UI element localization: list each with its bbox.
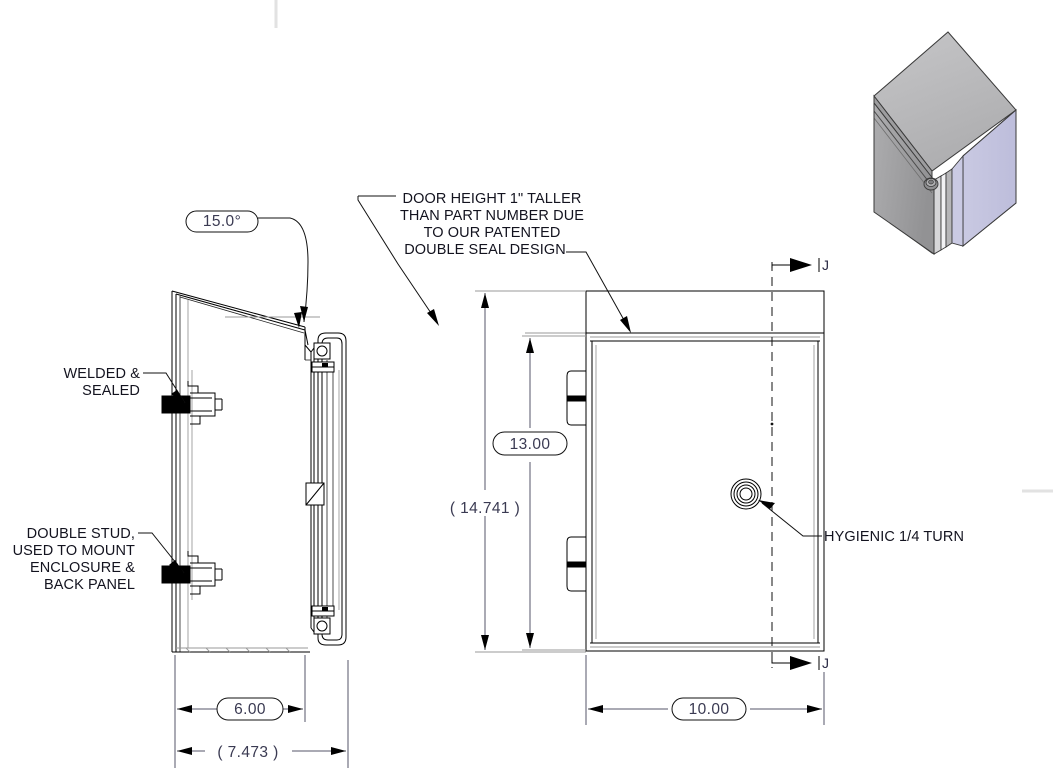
- hinge-upper-section: [312, 343, 334, 372]
- dimension-depth-door-text: 6.00: [234, 701, 266, 718]
- dimension-angle-top: 15.0°: [185, 210, 320, 328]
- note-double-seal-line-2: TO OUR PATENTED: [424, 225, 561, 241]
- note-welded-sealed-line-0: WELDED &: [63, 366, 140, 382]
- iso-body-right: [951, 154, 964, 247]
- note-double-stud-line-1: USED TO MOUNT: [13, 543, 135, 559]
- hinge-lower-front: [567, 537, 586, 591]
- dimension-width-overall: 10.00: [585, 655, 825, 725]
- isometric-view: [873, 31, 1017, 255]
- latch-section-detail: [306, 483, 324, 505]
- note-double-seal-line-1: THAN PART NUMBER DUE: [400, 208, 584, 224]
- note-double-seal: DOOR HEIGHT 1" TALLER THAN PART NUMBER D…: [357, 191, 631, 333]
- dimension-height-overall: ( 14.741 ): [450, 290, 586, 653]
- note-welded-sealed: WELDED & SEALED: [63, 366, 186, 404]
- interior-reference-lines: [187, 300, 193, 648]
- hinge-lower-section: [312, 606, 334, 634]
- note-double-stud-line-3: BACK PANEL: [44, 577, 135, 593]
- weld-stud-lower: [162, 551, 222, 594]
- door-profile-section: [305, 333, 346, 645]
- iso-door-seal-lines: [873, 110, 933, 194]
- enclosure-back-wall: [172, 291, 181, 652]
- dimension-height-body-text: 13.00: [510, 436, 551, 453]
- crop-marks: [274, 0, 1053, 493]
- side-section-view: 15.0° WELDED & SEALED DOUBLE STUD, USED …: [13, 210, 349, 768]
- iso-door-seal-gap: [940, 172, 947, 251]
- enclosure-bottom: [172, 647, 310, 652]
- dimension-depth-overall: ( 7.473 ): [174, 660, 349, 768]
- note-double-stud-line-0: DOUBLE STUD,: [27, 526, 135, 542]
- section-mark-j-top[interactable]: J: [772, 257, 829, 273]
- dimension-width-overall-text: 10.00: [689, 701, 730, 718]
- quarter-turn-latch-front: [731, 479, 761, 509]
- dimension-height-overall-text: ( 14.741 ): [450, 500, 520, 517]
- note-hygienic-latch-text: HYGIENIC 1/4 TURN: [824, 529, 964, 545]
- note-double-stud: DOUBLE STUD, USED TO MOUNT ENCLOSURE & B…: [13, 526, 185, 593]
- section-mark-j-bottom-letter: J: [822, 655, 829, 671]
- section-mark-j-bottom[interactable]: J: [772, 655, 829, 671]
- note-double-seal-line-0: DOOR HEIGHT 1" TALLER: [403, 191, 582, 207]
- note-double-seal-line-3: DOUBLE SEAL DESIGN: [404, 242, 566, 258]
- door-face-front: [586, 333, 824, 651]
- section-mark-j-top-letter: J: [822, 257, 829, 273]
- hinge-upper-front: [567, 371, 586, 425]
- dimension-depth-overall-text: ( 7.473 ): [217, 744, 278, 761]
- note-hygienic-latch: HYGIENIC 1/4 TURN: [758, 500, 964, 545]
- dimension-angle-top-text: 15.0°: [203, 213, 241, 230]
- note-double-stud-line-2: ENCLOSURE &: [30, 560, 135, 576]
- sloped-top-profile: [172, 291, 308, 345]
- iso-door-hinge-edge: [945, 168, 953, 248]
- note-welded-sealed-line-1: SEALED: [82, 383, 140, 399]
- front-elevation-view: J J DOOR HEIGHT 1" TALLER THAN PART NUMB…: [357, 191, 964, 725]
- dimension-depth-door: 6.00: [174, 655, 306, 722]
- iso-latch: [923, 177, 939, 191]
- dimension-height-body: 13.00: [492, 335, 586, 651]
- section-centerline-jj: [770, 262, 774, 668]
